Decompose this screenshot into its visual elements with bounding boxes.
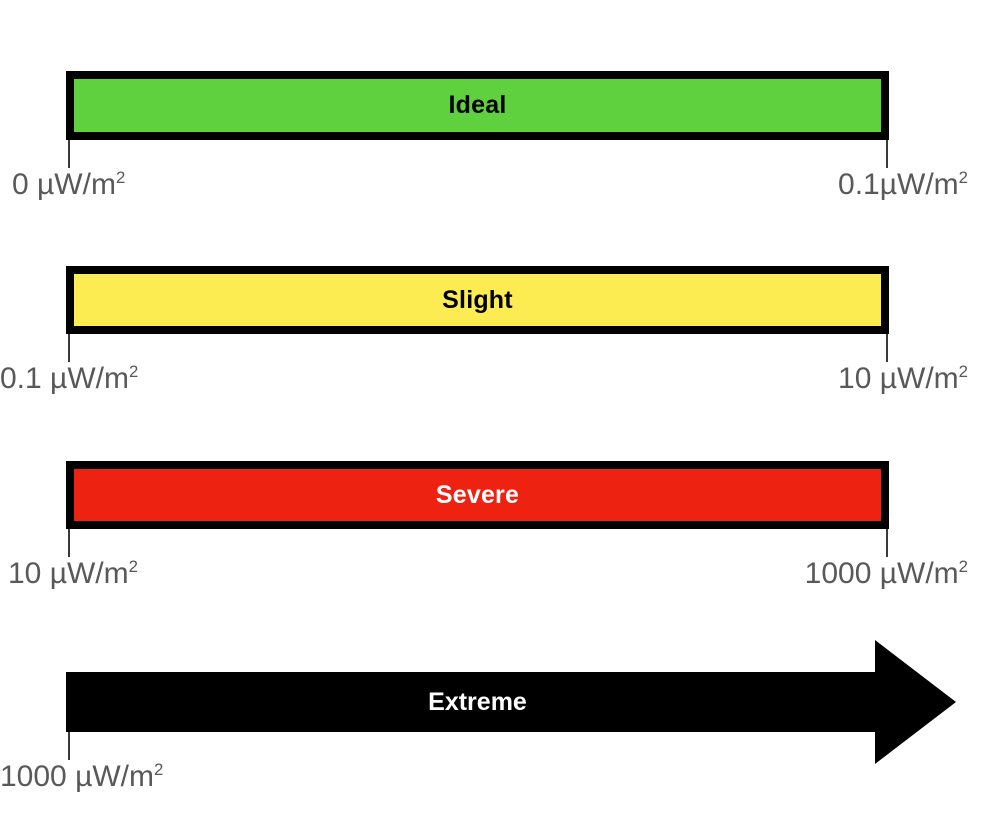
axis-label-extreme-min-text: 1000 µW/m	[0, 760, 154, 793]
axis-label-ideal-min: 0 µW/m2	[12, 168, 126, 201]
band-extreme: Extreme	[66, 640, 956, 764]
tick-ideal-max	[886, 140, 888, 168]
axis-label-slight-min: 0.1 µW/m2	[0, 362, 139, 395]
axis-label-extreme-min-exponent: 2	[154, 760, 164, 779]
band-severe-label: Severe	[435, 480, 520, 509]
axis-label-severe-min-exponent: 2	[128, 557, 138, 576]
band-severe: Severe	[66, 461, 889, 529]
axis-label-ideal-min-text: 0 µW/m	[12, 168, 116, 201]
tick-slight-min	[68, 334, 70, 362]
tick-severe-min	[68, 529, 70, 557]
band-slight-label: Slight	[442, 285, 513, 314]
arrow-right-icon	[66, 640, 956, 764]
band-slight: Slight	[66, 266, 889, 334]
band-ideal: Ideal	[66, 71, 889, 140]
band-extreme-label-wrap: Extreme	[66, 672, 889, 732]
axis-label-extreme-min: 1000 µW/m2	[0, 760, 164, 793]
band-ideal-label: Ideal	[448, 91, 507, 119]
axis-label-ideal-min-exponent: 2	[115, 168, 126, 187]
axis-label-slight-min-text: 0.1 µW/m	[0, 362, 129, 395]
axis-label-severe-max: 1000 µW/m2	[804, 557, 968, 590]
axis-label-ideal-max-text: 0.1µW/m	[838, 168, 959, 201]
axis-label-severe-min-text: 10 µW/m	[8, 557, 129, 590]
axis-label-ideal-max: 0.1µW/m2	[838, 168, 968, 201]
axis-label-slight-max-exponent: 2	[958, 362, 968, 381]
axis-label-severe-min: 10 µW/m2	[8, 557, 138, 590]
tick-extreme-min	[68, 732, 70, 760]
tick-ideal-min	[68, 140, 70, 168]
axis-label-slight-max-text: 10 µW/m	[838, 362, 959, 395]
axis-label-slight-min-exponent: 2	[128, 362, 139, 381]
axis-label-severe-max-exponent: 2	[958, 557, 968, 576]
tick-slight-max	[886, 334, 888, 362]
axis-label-slight-max: 10 µW/m2	[838, 362, 968, 395]
axis-label-severe-max-text: 1000 µW/m	[804, 557, 959, 590]
band-extreme-label: Extreme	[428, 687, 527, 716]
tick-severe-max	[886, 529, 888, 557]
axis-label-ideal-max-exponent: 2	[958, 168, 968, 187]
